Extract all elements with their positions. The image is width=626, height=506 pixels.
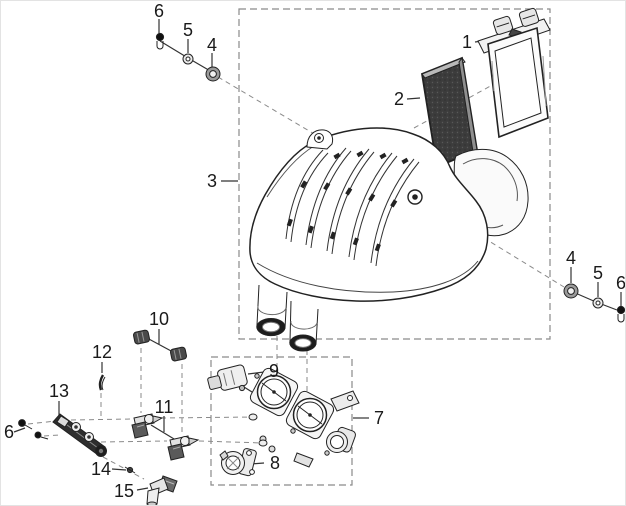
callout-6-right: 6 — [616, 273, 626, 293]
fuel-rail — [52, 413, 107, 457]
callout-15: 15 — [114, 481, 134, 501]
callout-1: 1 — [462, 32, 472, 52]
screw-icon — [34, 431, 42, 439]
callout-4-right: 4 — [566, 248, 576, 268]
idle-control-sensor — [219, 448, 257, 477]
callout-12: 12 — [92, 342, 112, 362]
fastener-set-top-left — [155, 32, 221, 82]
air-cleaner-cover — [477, 7, 551, 139]
callout-5-right: 5 — [593, 263, 603, 283]
callout-8: 8 — [270, 453, 280, 473]
fuel-injectors — [131, 413, 200, 461]
intake-snorkels — [256, 284, 319, 352]
callout-10: 10 — [149, 309, 169, 329]
throttle-body — [248, 367, 360, 468]
throttle-position-sensor — [207, 364, 248, 392]
callout-11: 11 — [155, 397, 174, 417]
retaining-clip — [98, 374, 106, 391]
retaining-pin — [124, 466, 136, 474]
screw-icon — [18, 419, 26, 427]
callout-13: 13 — [49, 381, 69, 401]
callout-5-top: 5 — [183, 20, 193, 40]
callout-3: 3 — [207, 171, 217, 191]
callout-14: 14 — [91, 459, 111, 479]
injector-caps — [132, 329, 188, 362]
injector-1 — [131, 413, 164, 439]
callout-6-left: 6 — [4, 422, 14, 442]
callout-6-top: 6 — [154, 1, 164, 21]
screw-icon — [616, 305, 625, 315]
callout-9: 9 — [269, 361, 279, 381]
air-cleaner-housing — [249, 127, 529, 352]
fastener-set-right — [563, 283, 625, 323]
fastener-set-rail — [18, 419, 49, 440]
callout-7: 7 — [374, 408, 384, 428]
leader-lines — [13, 19, 622, 491]
callout-2: 2 — [394, 89, 404, 109]
screw-icon — [155, 32, 165, 42]
assembly-box-throttle-body — [210, 356, 353, 486]
hose-elbow — [146, 475, 178, 505]
injector-2 — [167, 435, 200, 461]
air-filter-element — [420, 56, 479, 169]
assembly-box-air-cleaner — [238, 8, 551, 340]
callout-4-top: 4 — [207, 35, 217, 55]
